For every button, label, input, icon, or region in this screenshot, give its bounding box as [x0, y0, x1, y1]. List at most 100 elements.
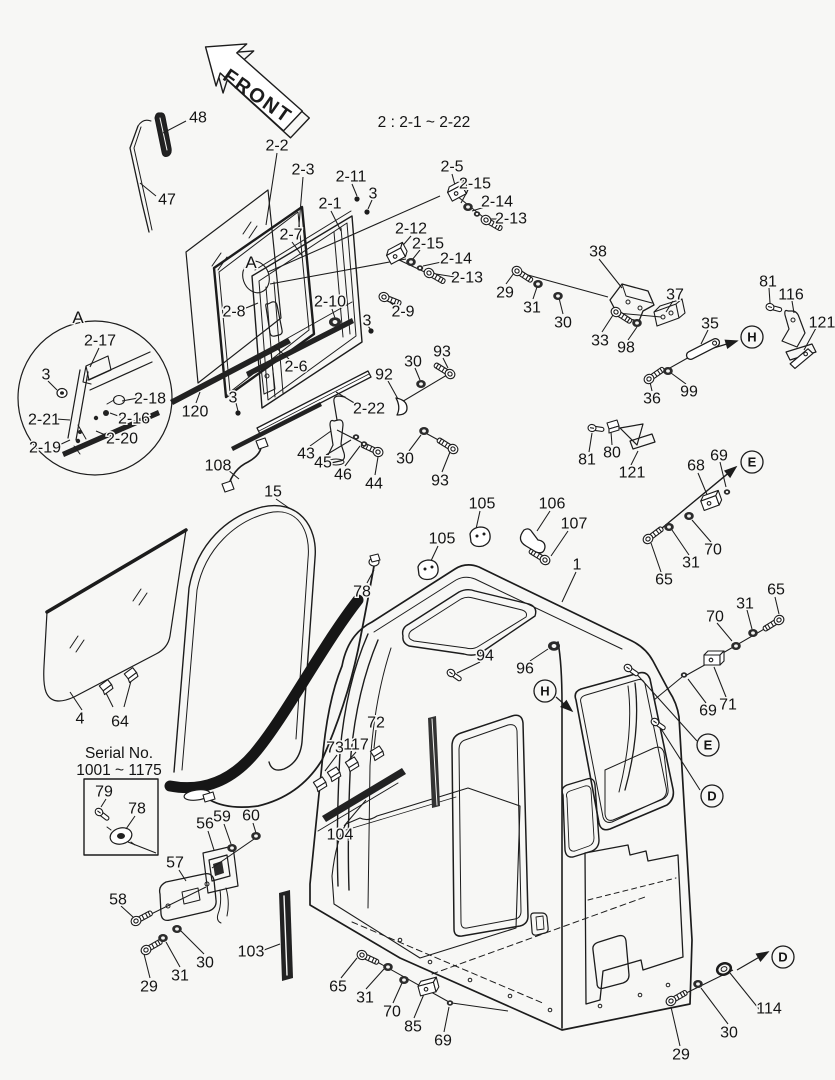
part-glyph-bolt: [511, 265, 534, 283]
part-callout-3: 3: [42, 367, 51, 384]
part-callout-68: 68: [687, 458, 705, 475]
part-glyph-washer: [663, 367, 673, 375]
part-callout-2-14: 2-14: [440, 251, 472, 268]
part-glyph-bolt: [140, 939, 163, 956]
part-callout-69: 69: [710, 448, 728, 465]
part-glyph-washer: [406, 258, 416, 266]
part-callout-2-17: 2-17: [84, 333, 116, 350]
part-glyph-bar: [685, 337, 721, 361]
part-callout-30: 30: [396, 451, 414, 468]
view-marker-E: E: [748, 455, 757, 470]
part-glyph-washer: [416, 380, 426, 388]
part-glyph-bolt: [643, 366, 665, 385]
part-glyph-bolt: [423, 267, 446, 284]
part-glyph-grommet: [548, 641, 560, 651]
part-glyph-block: [447, 178, 469, 202]
view-marker-H: H: [540, 684, 549, 699]
part-glyph-screw: [623, 663, 639, 677]
part-callout-81: 81: [578, 452, 596, 469]
part-callout-116: 116: [778, 287, 804, 304]
part-callout-96: 96: [516, 661, 534, 678]
part-callout-2-21: 2-21: [28, 412, 60, 429]
part-callout-2-19: 2-19: [29, 440, 61, 457]
part-glyph-block: [417, 976, 440, 997]
part-callout-31: 31: [523, 300, 541, 317]
part-glyph-hook: [519, 528, 546, 554]
part-glyph-plate: [789, 348, 814, 370]
part-glyph-washer: [632, 319, 642, 327]
part-glyph-cap: [344, 756, 360, 773]
part-glyph-bolt: [436, 437, 459, 455]
part-glyph-bolt: [528, 548, 551, 566]
part-glyph-bolt: [378, 291, 402, 307]
part-glyph-grommet: [329, 317, 341, 327]
mounting-brackets: [158, 283, 817, 924]
part-glyph-block: [700, 489, 723, 511]
detail-label-A: A: [72, 308, 84, 327]
part-glyph-bolt: [433, 362, 456, 380]
part-glyph-cap: [326, 766, 342, 783]
part-callout-33: 33: [591, 333, 609, 350]
cab-body: [202, 553, 693, 1031]
part-callout-78: 78: [353, 584, 371, 601]
part-glyph-washer: [251, 832, 261, 840]
part-callout-108: 108: [205, 458, 232, 475]
part-callout-2-3: 2-3: [291, 162, 314, 179]
part-callout-47: 47: [158, 192, 176, 209]
part-glyph-washer_sm: [680, 672, 688, 678]
view-marker-D: D: [778, 950, 787, 965]
part-callout-2-1: 2-1: [318, 196, 341, 213]
part-callout-3: 3: [363, 313, 372, 330]
view-marker-E: E: [704, 738, 713, 753]
part-glyph-screw: [94, 807, 110, 821]
part-callout-92: 92: [375, 367, 393, 384]
part-callout-1: 1: [573, 557, 582, 574]
part-glyph-bolt: [356, 949, 380, 965]
window-rails: [62, 318, 372, 457]
part-callout-2-6: 2-6: [284, 359, 307, 376]
part-callout-4: 4: [76, 711, 85, 728]
part-callout-43: 43: [297, 446, 315, 463]
part-callout-93: 93: [431, 473, 449, 490]
detail-circle-a: [17, 320, 173, 476]
part-callout-31: 31: [356, 990, 374, 1007]
part-callout-59: 59: [213, 809, 231, 826]
part-glyph-washer: [731, 642, 741, 650]
part-glyph-block: [386, 241, 408, 265]
part-callout-81: 81: [759, 274, 777, 291]
part-callout-71: 71: [719, 697, 737, 714]
part-callout-93: 93: [433, 344, 451, 361]
part-callout-70: 70: [383, 1004, 401, 1021]
part-glyph-blob: [469, 526, 491, 548]
part-callout-79: 79: [95, 784, 113, 801]
part-callout-105: 105: [429, 531, 456, 548]
view-marker-H: H: [747, 330, 756, 345]
part-glyph-cap: [369, 745, 385, 762]
part-glyph-cap: [312, 776, 328, 793]
part-callout-94: 94: [476, 648, 494, 665]
part-callout-30: 30: [554, 315, 572, 332]
part-callout-30: 30: [196, 955, 214, 972]
part-callout-44: 44: [365, 476, 383, 493]
part-callout-117: 117: [343, 737, 369, 754]
part-callout-72: 72: [367, 715, 385, 732]
part-callout-64: 64: [111, 714, 129, 731]
detail-label-A: A: [245, 253, 257, 272]
part-glyph-washer: [553, 292, 563, 300]
serial-number-box: [83, 778, 159, 856]
part-callout-2-15: 2-15: [459, 176, 491, 193]
door-seal: [164, 504, 364, 801]
part-glyph-washer: [748, 629, 758, 637]
fastener-glyphs: [94, 178, 814, 1007]
part-callout-38: 38: [589, 244, 607, 261]
part-glyph-bolt: [480, 214, 503, 231]
part-callout-65: 65: [767, 582, 785, 599]
part-glyph-washer: [684, 512, 694, 520]
part-glyph-washer: [664, 523, 674, 531]
part-glyph-washer_sm: [360, 441, 368, 447]
part-callout-58: 58: [109, 892, 127, 909]
part-glyph-washer: [399, 976, 409, 984]
cab-door-glass: [43, 528, 188, 702]
